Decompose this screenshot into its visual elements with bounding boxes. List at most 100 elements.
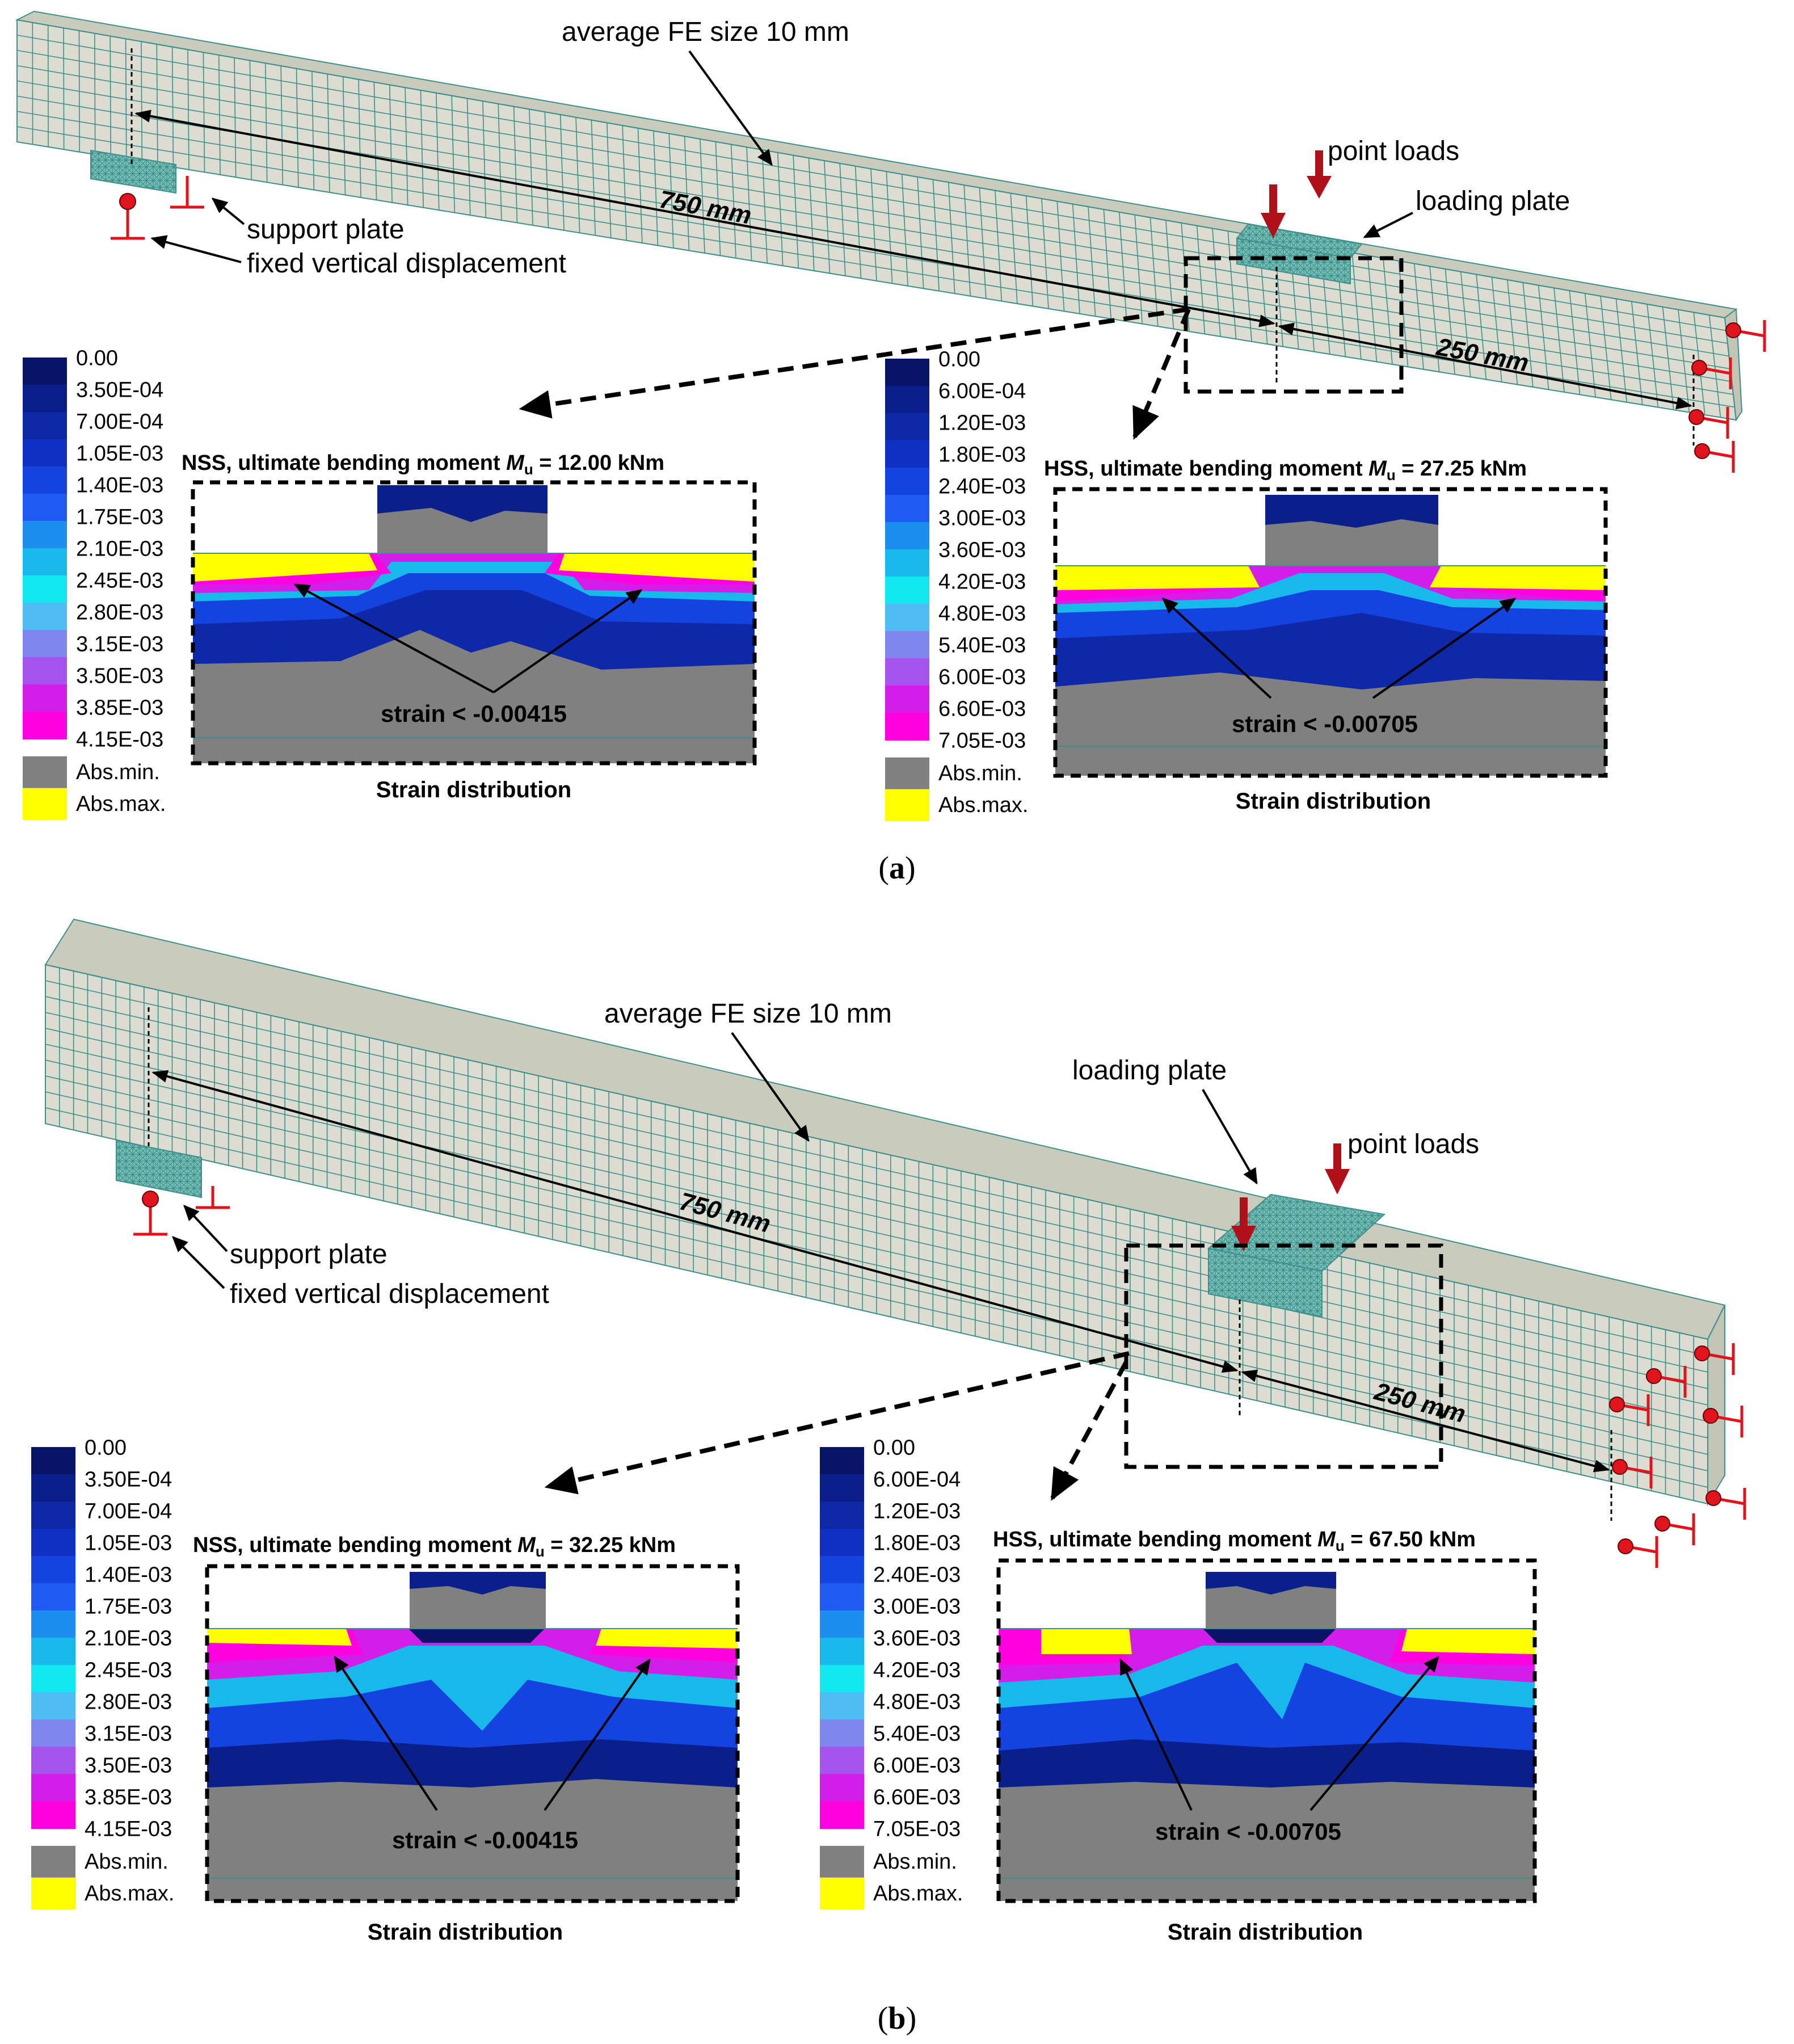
legend-swatch (820, 1610, 864, 1638)
legend-label: 1.20E-03 (873, 1499, 961, 1523)
strain-arrow-right-nss-b (544, 1658, 651, 1811)
dimension-250-line-b (1241, 1369, 1610, 1473)
legend-label: 2.45E-03 (85, 1658, 172, 1682)
legend-nss-a: 0.003.50E-047.00E-041.05E-031.40E-031.75… (23, 346, 166, 820)
strain-label-nss-a: strain < -0.00415 (381, 700, 567, 727)
legend-label: 6.60E-03 (938, 697, 1026, 721)
legend-label: 2.10E-03 (85, 1626, 172, 1650)
panel-a: 750 mm 250 mm average FE size 10 mm poin… (15, 10, 1766, 886)
legend-abs-min-swatch (31, 1845, 75, 1878)
loading-plate-arrow-b (1202, 1089, 1258, 1185)
legend-swatch (885, 549, 929, 577)
legend-swatch (23, 521, 67, 549)
mesh-line (45, 1012, 1708, 1389)
loading-plate-label-a: loading plate (1416, 186, 1570, 216)
beam-b-end-face (1707, 1305, 1725, 1506)
legend-label: 3.50E-03 (76, 664, 163, 688)
legend-label: 4.80E-03 (938, 602, 1026, 625)
fixed-displacement-label-a: fixed vertical displacement (247, 249, 566, 279)
support-pin (1703, 1408, 1719, 1424)
legend-label: 3.50E-04 (76, 378, 163, 402)
strain-arrow-left-hss-a (1161, 598, 1272, 699)
panel-b-label: (b) (878, 2001, 916, 2036)
legend-label: 3.50E-04 (85, 1467, 172, 1491)
nss-contour-a: NSS, ultimate bending moment Mu = 12.00 … (182, 451, 757, 802)
zoom-window-a (1184, 256, 1404, 394)
hss-frame-b (996, 1558, 1537, 1903)
legend-label: 1.05E-03 (85, 1531, 172, 1555)
legend-swatch (820, 1529, 864, 1557)
point-load-arrow-a-1 (1269, 184, 1277, 213)
legend-label: 1.40E-03 (85, 1563, 172, 1587)
support-pin (1691, 360, 1707, 376)
strain-arrow-right-hss-b (1309, 1655, 1439, 1811)
end-supports-a (1688, 320, 1766, 473)
legend-label: 5.40E-03 (873, 1722, 961, 1746)
caption-nss-a: Strain distribution (376, 777, 571, 802)
dimension-750-line-b (151, 1070, 1239, 1373)
legend-swatch (885, 604, 929, 632)
support-pin (1646, 1368, 1662, 1384)
legend-swatch (820, 1665, 864, 1693)
legend-swatch (820, 1747, 864, 1774)
legend-swatch (31, 1801, 75, 1829)
legend-label: 6.00E-04 (873, 1467, 961, 1491)
legend-swatch (820, 1774, 864, 1802)
legend-swatch (885, 713, 929, 741)
legend-label: 2.40E-03 (873, 1563, 961, 1587)
support-pin-a (119, 193, 136, 210)
end-supports-b (1609, 1343, 1746, 1568)
point-load-arrow-b-2 (1333, 1143, 1341, 1169)
legend-label: 1.75E-03 (76, 505, 163, 529)
legend-label: 1.20E-03 (938, 411, 1026, 435)
legend-label: 1.75E-03 (85, 1595, 172, 1618)
legend-label: 0.00 (76, 346, 118, 370)
support-pin (1654, 1516, 1670, 1532)
nss-contour-b: NSS, ultimate bending moment Mu = 32.25 … (193, 1533, 740, 1945)
nss-title-a: NSS, ultimate bending moment Mu = 12.00 … (182, 451, 664, 478)
hss-title-b: HSS, ultimate bending moment Mu = 67.50 … (993, 1528, 1476, 1554)
legend-swatch (820, 1447, 864, 1475)
legend-label: 3.60E-03 (938, 538, 1026, 562)
legend-swatch (23, 358, 67, 385)
legend-label: 2.45E-03 (76, 569, 163, 592)
legend-label: 7.05E-03 (873, 1817, 961, 1841)
strain-label-nss-b: strain < -0.00415 (392, 1827, 578, 1853)
legend-label: 2.80E-03 (76, 600, 163, 624)
legend-swatch (820, 1801, 864, 1829)
legend-abs-max-label: Abs.max. (76, 792, 166, 816)
support-pin (1725, 322, 1741, 338)
mesh-line (45, 1044, 1708, 1422)
legend-label: 0.00 (873, 1436, 915, 1460)
support-symbols-b (133, 1186, 230, 1236)
support-plate-arrow-b (183, 1204, 228, 1252)
point-loads-label-b: point loads (1347, 1129, 1479, 1159)
legend-label: 7.00E-04 (85, 1499, 172, 1523)
legend-label: 6.60E-03 (873, 1785, 961, 1809)
support-pin (1609, 1397, 1625, 1412)
legend-swatch (885, 658, 929, 686)
support-pin (1612, 1459, 1628, 1475)
legend-swatch (23, 439, 67, 467)
legend-label: 4.80E-03 (873, 1690, 961, 1714)
legend-swatch (885, 413, 929, 441)
legend-swatch (23, 712, 67, 739)
fe-size-label-b: average FE size 10 mm (604, 999, 892, 1029)
legend-abs-max-swatch (885, 789, 929, 821)
legend-abs-min-label: Abs.min. (873, 1850, 957, 1874)
panel-a-label: (a) (878, 851, 915, 886)
point-load-arrows-a (1261, 150, 1332, 238)
legend-label: 7.05E-03 (938, 729, 1026, 752)
fe-size-arrow-a (688, 50, 773, 166)
nss-frame-a (191, 480, 757, 766)
legend-swatch (885, 440, 929, 468)
fe-size-label-a: average FE size 10 mm (562, 17, 849, 47)
support-pin-b (142, 1191, 159, 1208)
legend-swatch (885, 631, 929, 659)
hss-frame-a (1053, 487, 1608, 778)
legend-swatch (820, 1474, 864, 1502)
legend-abs-min-label: Abs.min. (85, 1850, 169, 1874)
strain-arrow-left-hss-b (1119, 1658, 1193, 1811)
legend-abs-max-label: Abs.max. (938, 793, 1028, 817)
legend-swatch (23, 684, 67, 712)
